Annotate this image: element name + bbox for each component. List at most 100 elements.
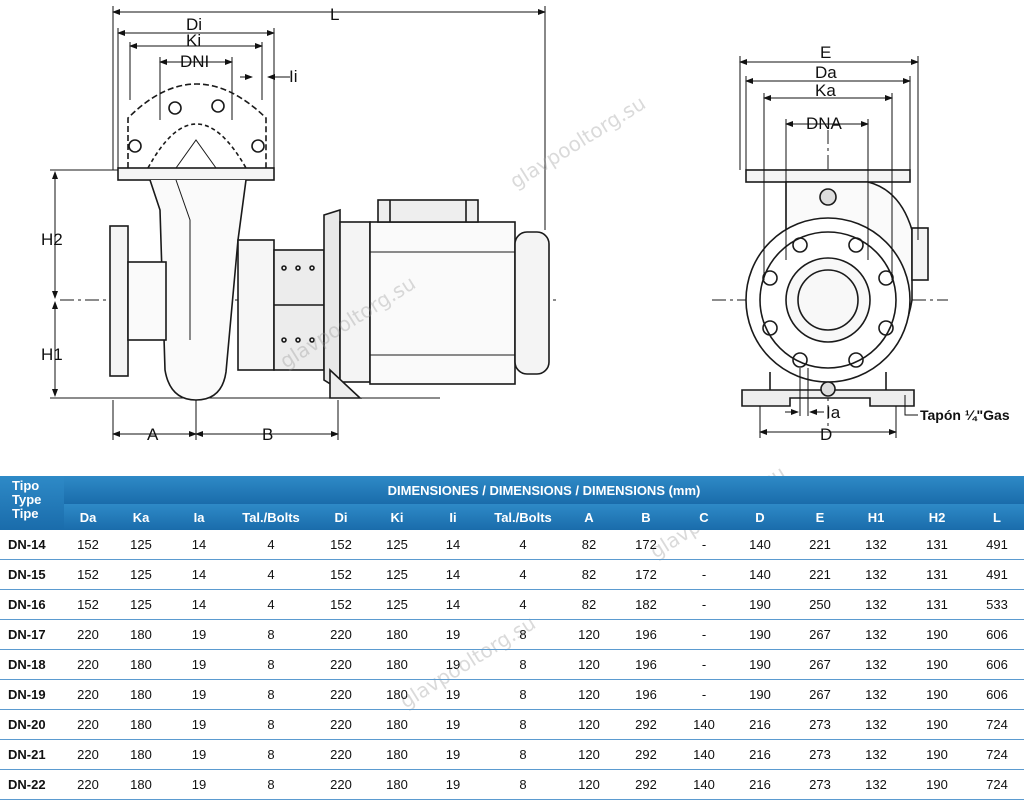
model-cell: DN-16 [0,589,64,620]
label-Ia: Ia [826,403,841,422]
model-cell: DN-22 [0,769,64,800]
table-cell: 19 [170,709,228,740]
table-cell: 190 [904,769,970,800]
table-cell: 14 [170,589,228,620]
side-view-labels: L Di Ki DNI Ii H2 H1 A B [41,5,339,444]
table-cell: 190 [904,649,970,680]
table-cell: 190 [728,619,792,650]
table-cell: 273 [792,769,848,800]
model-cell: DN-21 [0,739,64,770]
table-cell: 606 [970,679,1024,710]
table-cell: 196 [612,649,680,680]
label-Ka: Ka [815,81,836,100]
table-cell: 190 [904,709,970,740]
table-cell: 19 [426,769,480,800]
label-A: A [147,425,159,444]
model-cell: DN-18 [0,649,64,680]
table-cell: 125 [112,559,170,590]
label-H2: H2 [41,230,63,249]
table-cell: 606 [970,649,1024,680]
table-cell: 131 [904,530,970,560]
table-cell: 14 [170,559,228,590]
side-view-dimensions [52,6,546,440]
front-view-dimensions [739,56,919,438]
table-cell: 8 [480,679,566,710]
label-Ii: Ii [289,67,298,86]
table-cell: 216 [728,739,792,770]
table-cell: 220 [314,619,368,650]
tipo-header-es: Tipo [12,478,40,493]
table-cell: 172 [612,559,680,590]
table-cell: 273 [792,739,848,770]
table-cell: 152 [64,589,112,620]
table-cell: 19 [426,619,480,650]
table-cell: 221 [792,559,848,590]
table-cell: 491 [970,559,1024,590]
table-cell: 132 [848,619,904,650]
table-cell: 190 [904,679,970,710]
table-cell: 180 [368,649,426,680]
table-cell: 132 [848,769,904,800]
table-cell: 190 [904,619,970,650]
table-cell: 19 [170,739,228,770]
table-cell: 19 [170,619,228,650]
table-cell: 19 [426,709,480,740]
label-Di: Di [186,15,202,34]
table-cell: 152 [314,559,368,590]
table-cell: 4 [480,589,566,620]
model-cell: DN-14 [0,530,64,560]
table-cell: 724 [970,709,1024,740]
table-cell: 491 [970,530,1024,560]
table-cell: 8 [480,739,566,770]
table-cell: 8 [480,769,566,800]
table-cell: 120 [566,619,612,650]
table-cell: 220 [64,709,112,740]
table-cell: 132 [848,559,904,590]
table-cell: 140 [728,530,792,560]
table-cell: 140 [680,769,728,800]
table-cell: 19 [170,649,228,680]
label-L: L [330,5,339,24]
table-cell: 82 [566,530,612,560]
table-cell: 132 [848,709,904,740]
table-cell: 196 [612,679,680,710]
table-cell: 152 [64,530,112,560]
table-cell: 250 [792,589,848,620]
label-Da: Da [815,63,837,82]
table-cell: 19 [170,769,228,800]
table-cell: - [680,559,728,590]
table-cell: 220 [64,649,112,680]
table-cell: 196 [612,619,680,650]
group-header: DIMENSIONES / DIMENSIONS / DIMENSIONS (m… [64,476,1024,504]
table-cell: 19 [426,649,480,680]
table-cell: 267 [792,679,848,710]
table-cell: 4 [480,559,566,590]
table-cell: 180 [112,709,170,740]
tipo-header-en: Type [12,492,42,507]
front-view [712,130,948,430]
label-plug: Tapón ¼"Gas [920,407,1010,423]
table-cell: 8 [228,679,314,710]
table-cell: 8 [480,649,566,680]
table-cell: 180 [112,649,170,680]
table-cell: 216 [728,709,792,740]
column-header: D [728,504,792,530]
table-cell: 8 [228,769,314,800]
table-cell: 131 [904,589,970,620]
table-cell: 14 [426,589,480,620]
table-cell: 292 [612,739,680,770]
table-cell: 8 [480,619,566,650]
table-cell: 8 [228,649,314,680]
table-cell: 125 [368,559,426,590]
table-cell: 216 [728,769,792,800]
label-D: D [820,425,832,444]
table-cell: 180 [368,769,426,800]
table-cell: 267 [792,649,848,680]
table-cell: 125 [112,530,170,560]
table-cell: 172 [612,530,680,560]
table-cell: 152 [64,559,112,590]
